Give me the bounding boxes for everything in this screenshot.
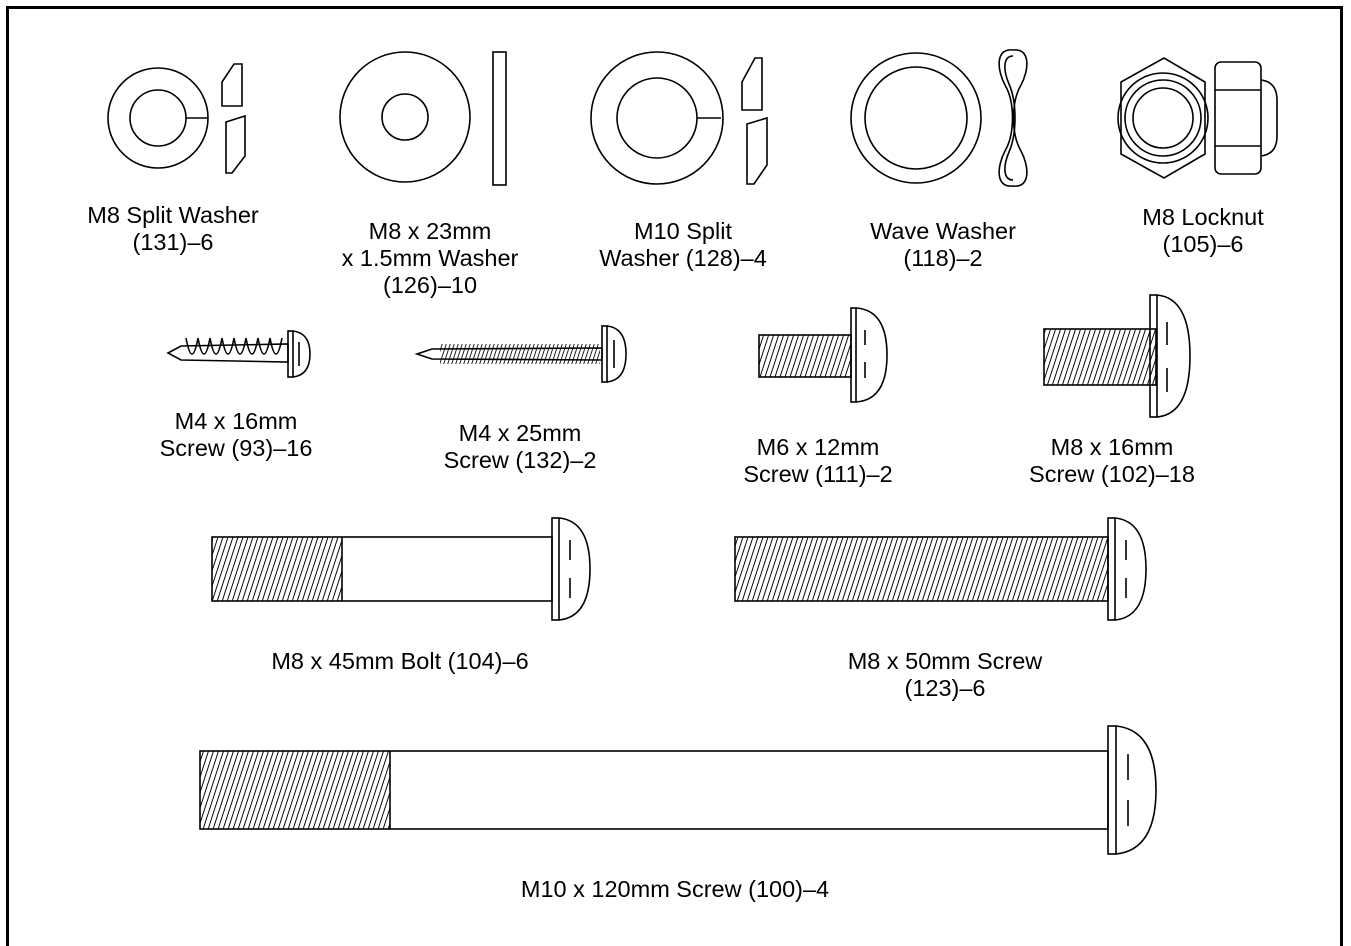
label-m4-16mm-screw: M4 x 16mm Screw (93)–16 — [159, 408, 313, 461]
label-m10-split-washer: M10 Split Washer (128)–4 — [599, 218, 767, 271]
label-m8-50mm-screw: M8 x 50mm Screw (123)–6 — [847, 648, 1043, 701]
m8-50mm-screw-illustration — [734, 517, 1147, 621]
m4-25mm-screw-illustration — [414, 325, 627, 383]
label-m8-locknut: M8 Locknut (105)–6 — [1142, 204, 1264, 257]
label-m4-25mm-screw: M4 x 25mm Screw (132)–2 — [443, 420, 597, 473]
m6-12mm-screw-illustration — [758, 307, 888, 403]
label-wave-washer: Wave Washer (118)–2 — [870, 218, 1016, 271]
label-m10-120mm-screw: M10 x 120mm Screw (100)–4 — [520, 876, 830, 902]
label-m8-23mm-washer: M8 x 23mm x 1.5mm Washer (126)–10 — [341, 218, 519, 298]
wave-washer-illustration — [850, 49, 1028, 187]
m10-120mm-screw-illustration — [199, 725, 1157, 855]
label-m8-split-washer: M8 Split Washer (131)–6 — [87, 202, 259, 255]
m8-locknut-illustration — [1117, 57, 1278, 179]
label-m8-45mm-bolt: M8 x 45mm Bolt (104)–6 — [271, 648, 529, 674]
label-m8-16mm-screw: M8 x 16mm Screw (102)–18 — [1029, 434, 1195, 487]
m8-23mm-washer-illustration — [339, 51, 507, 186]
label-m6-12mm-screw: M6 x 12mm Screw (111)–2 — [743, 434, 893, 487]
m8-split-washer-illustration — [107, 63, 246, 174]
m8-45mm-bolt-illustration — [211, 517, 591, 621]
m4-16mm-screw-illustration — [166, 330, 311, 378]
m10-split-washer-illustration — [590, 51, 768, 185]
diagram-frame — [6, 6, 1343, 946]
m8-16mm-screw-illustration — [1043, 294, 1191, 418]
